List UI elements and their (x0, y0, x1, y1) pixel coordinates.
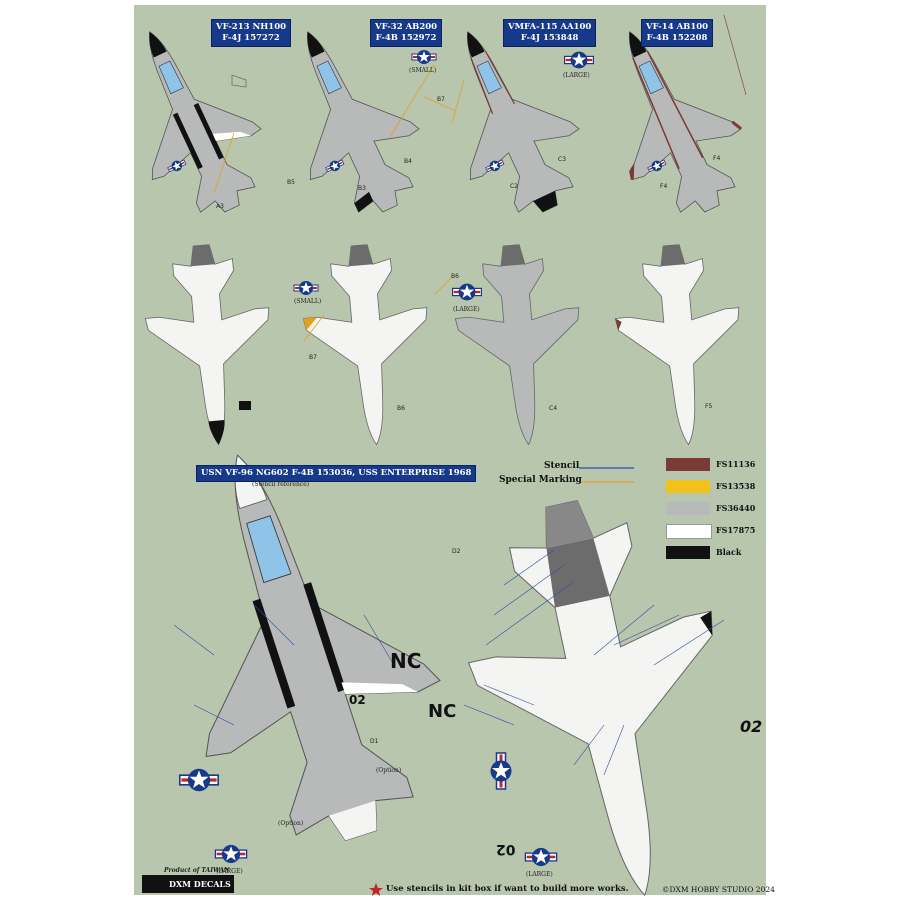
legend-label: FS17875 (716, 525, 756, 535)
roundel-large-icon (563, 50, 595, 70)
aircraft-top-vf213 (94, 5, 287, 235)
aircraft-bottom-vf14 (608, 239, 751, 451)
legend-label: FS11136 (716, 459, 756, 469)
code-d2: D2 (452, 548, 461, 555)
tail-code-marking: 02 (496, 841, 516, 857)
code-f4: F4 (713, 155, 721, 162)
code-b7: B7 (309, 354, 317, 361)
decal-sheet: VF-213 NH100 F-4J 157272 VF-32 AB200 F-4… (94, 5, 775, 900)
large-label: (LARGE) (453, 306, 480, 313)
legend-item: FS17875 (666, 524, 761, 539)
legend-stencil-label: Stencil (544, 461, 580, 471)
code-b4: B4 (404, 158, 412, 165)
legend-item: Black (666, 546, 761, 560)
tail-code-marking: 02 (349, 693, 366, 707)
legend-swatch (666, 546, 710, 559)
aircraft-bottom-vf32 (296, 239, 439, 451)
small-label: (SMALL) (409, 67, 437, 74)
code-c3: C3 (558, 156, 567, 163)
legend-label: FS13538 (716, 481, 756, 491)
option-label: (Option) (376, 767, 402, 774)
main-title-text: USN VF-96 NG602 F-4B 153036, USS ENTERPR… (201, 468, 472, 478)
main-title: USN VF-96 NG602 F-4B 153036, USS ENTERPR… (196, 465, 477, 482)
roundel-small-icon (411, 49, 437, 65)
code-d1: D1 (370, 738, 379, 745)
made-in-label: Product of TAIWAN (164, 867, 230, 874)
nc-marking: NC (428, 701, 457, 722)
legend-item: FS13538 (666, 480, 761, 494)
code-b6: B6 (451, 273, 459, 280)
code-b7: B7 (437, 96, 445, 103)
stencil-note: Use stencils in kit box if want to build… (386, 884, 629, 894)
stencil-reference-label: (Stencil reference) (252, 481, 310, 488)
brand-name: DXM DECALS (169, 879, 231, 889)
title-line1: VF-32 AB200 (375, 22, 438, 32)
title-line1: VMFA-115 AA100 (508, 22, 592, 32)
legend-item: FS11136 (666, 458, 761, 472)
nc-marking: NC (390, 649, 422, 673)
title-vf14: VF-14 AB100 F-4B 152208 (641, 19, 714, 47)
option-label: (Option) (278, 820, 304, 827)
code-a3: A3 (216, 203, 224, 210)
large-label: (LARGE) (216, 868, 243, 875)
title-line2: F-4B 152972 (375, 33, 437, 43)
small-label: (SMALL) (294, 298, 322, 305)
legend-swatch (666, 524, 712, 539)
tail-code-marking: 02 (740, 717, 763, 736)
legend-swatch (666, 458, 710, 471)
title-vmfa115: VMFA-115 AA100 F-4J 153848 (503, 19, 597, 47)
code-b5: B5 (287, 179, 295, 186)
legend-special-label: Special Marking (499, 475, 582, 485)
legend-label: Black (716, 547, 742, 557)
code-f5: F5 (705, 403, 713, 410)
code-c4: C4 (549, 405, 558, 412)
code-c2: C2 (510, 183, 519, 190)
aircraft-top-vf96 (119, 416, 480, 875)
code-b3: B3 (358, 185, 366, 192)
title-vf32: VF-32 AB200 F-4B 152972 (370, 19, 443, 47)
title-line2: F-4J 153848 (520, 33, 579, 43)
copyright: ©DXM HOBBY STUDIO 2024 (662, 885, 775, 894)
aircraft-bottom-vf96 (439, 477, 768, 900)
legend-swatch (666, 480, 710, 493)
code-f4: F4 (660, 183, 668, 190)
large-label: (LARGE) (526, 871, 553, 878)
aircraft-top-vf32 (252, 5, 445, 235)
title-line2: F-4B 152208 (646, 33, 708, 43)
large-label: (LARGE) (563, 72, 590, 79)
aircraft-top-vmfa115 (412, 5, 605, 235)
aircraft-bottom-vf213 (138, 239, 281, 451)
title-line2: F-4J 157272 (222, 33, 280, 43)
title-line1: VF-14 AB100 (646, 22, 709, 32)
aircraft-drawings (94, 5, 768, 900)
code-b6: B6 (397, 405, 405, 412)
legend-swatch (666, 502, 710, 515)
title-line1: VF-213 NH100 (216, 22, 287, 32)
aircraft-top-vf14 (574, 5, 767, 235)
aircraft-bottom-vmfa115 (448, 239, 591, 451)
legend-label: FS36440 (716, 503, 756, 513)
legend-item: FS36440 (666, 502, 761, 516)
dxm-logo: DXM DECALS (142, 875, 234, 893)
title-vf213: VF-213 NH100 F-4J 157272 (211, 19, 292, 47)
